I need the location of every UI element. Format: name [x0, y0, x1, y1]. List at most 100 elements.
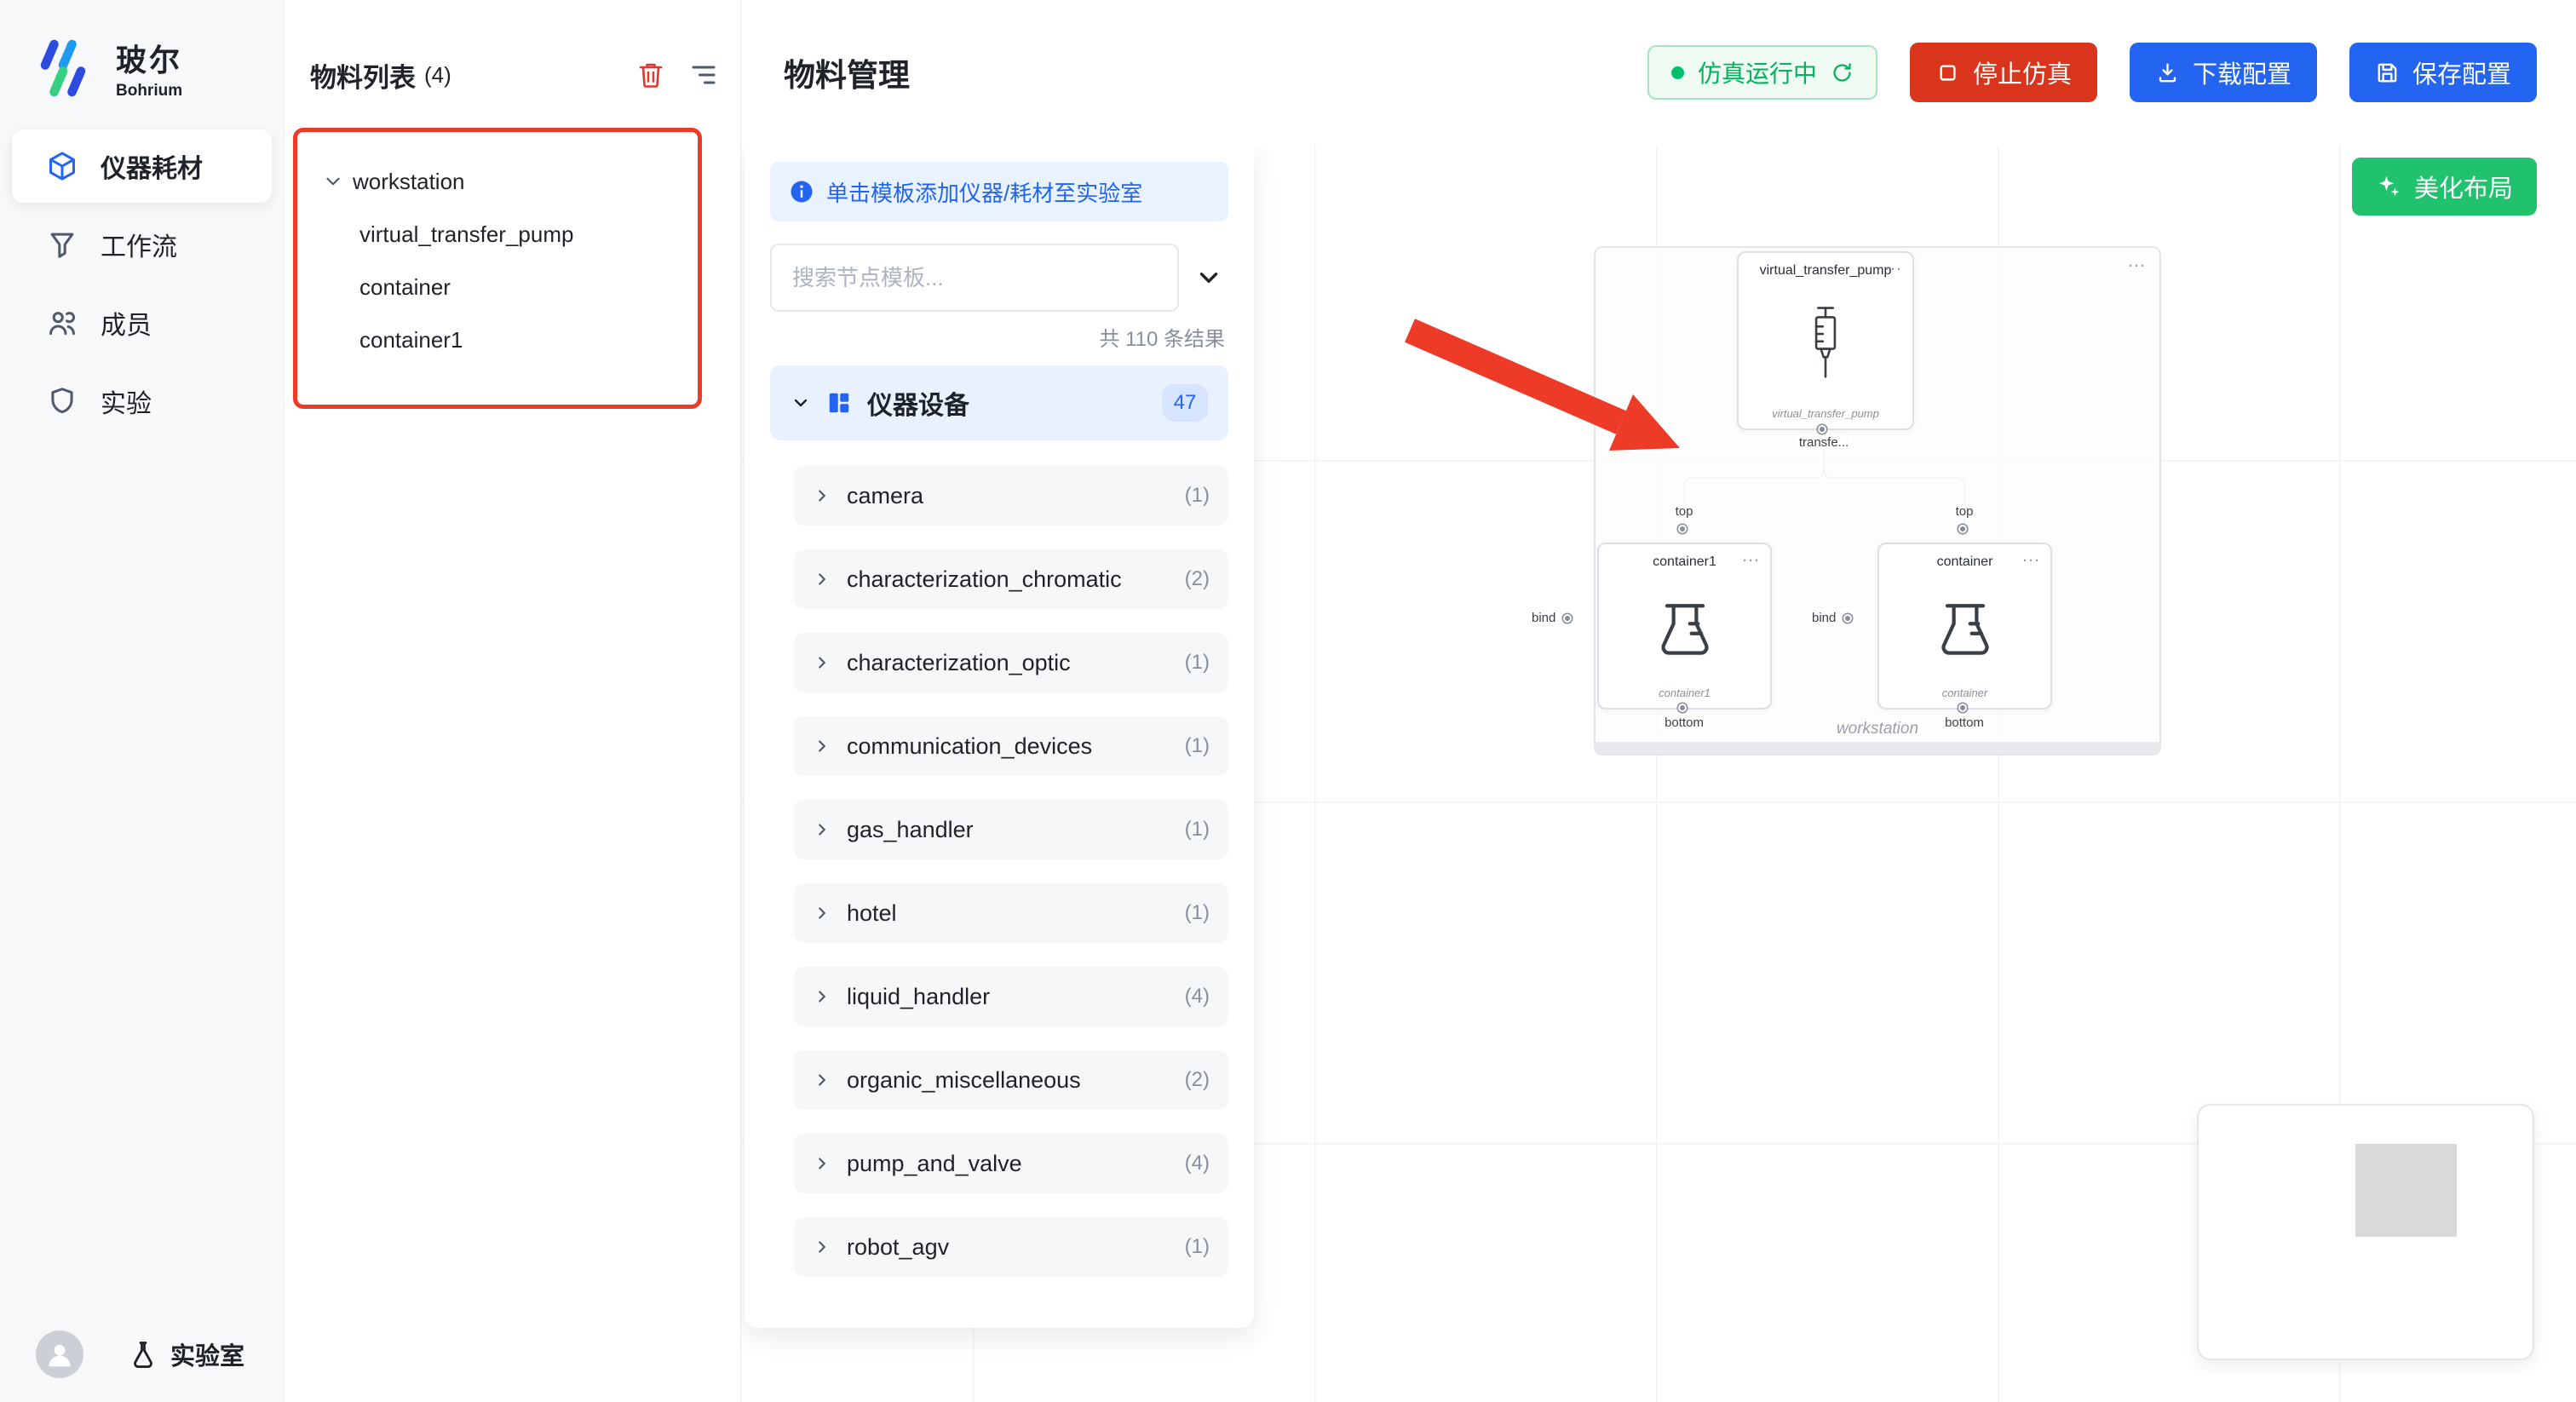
node-virtual-transfer-pump[interactable]: … virtual_transfer_pump virtual_transfer…: [1737, 251, 1914, 430]
sparkle-icon: [2378, 175, 2400, 197]
template-item-liquid-handler[interactable]: liquid_handler (4): [794, 967, 1228, 1026]
template-item-label: robot_agv: [847, 1233, 950, 1260]
template-item-pump-and-valve[interactable]: pump_and_valve (4): [794, 1134, 1228, 1193]
port-bind-container1[interactable]: bind: [1527, 608, 1578, 628]
node-more-menu[interactable]: …: [1741, 544, 1762, 566]
template-item-organic-miscellaneous[interactable]: organic_miscellaneous (2): [794, 1050, 1228, 1110]
stop-icon: [1940, 64, 1956, 81]
node-container1[interactable]: … container1 container1: [1597, 543, 1772, 710]
beautify-layout-button[interactable]: 美化布局: [2351, 158, 2537, 215]
tree-node-container1[interactable]: container1: [285, 313, 740, 366]
template-item-robot-agv[interactable]: robot_agv (1): [794, 1217, 1228, 1277]
template-item-count: (1): [1184, 651, 1210, 674]
template-item-hotel[interactable]: hotel (1): [794, 883, 1228, 943]
port-dot-bind[interactable]: [1843, 613, 1853, 623]
header-actions: 仿真运行中 停止仿真 下载配置: [1647, 43, 2537, 102]
logo-title: 玻尔: [116, 43, 183, 78]
material-list-panel: 物料列表 (4) workstation: [285, 0, 741, 1402]
tree-node-container[interactable]: container: [285, 261, 740, 313]
sidebar-item-members[interactable]: 成员: [12, 286, 272, 359]
port-dot-container-bottom[interactable]: [1958, 704, 1967, 712]
tree-node-label: virtual_transfer_pump: [359, 221, 574, 247]
group-scrollbar[interactable]: [1596, 742, 2159, 754]
sidebar-item-instruments[interactable]: 仪器耗材: [12, 129, 272, 203]
beautify-layout-label: 美化布局: [2413, 175, 2513, 203]
template-item-gas-handler[interactable]: gas_handler (1): [794, 800, 1228, 859]
sidebar-footer: 实验室: [0, 1307, 284, 1402]
port-bind-container[interactable]: bind: [1807, 608, 1858, 628]
minimap[interactable]: [2197, 1104, 2534, 1360]
port-label-bottom: bottom: [1941, 715, 1987, 730]
group-more-menu[interactable]: …: [2127, 250, 2148, 271]
chevron-right-icon: [819, 1241, 825, 1253]
tree-node-workstation[interactable]: workstation: [285, 155, 740, 208]
template-item-count: (1): [1184, 1235, 1210, 1258]
category-label: 仪器设备: [867, 392, 969, 420]
chevron-down-icon: [326, 177, 340, 186]
trash-icon[interactable]: [635, 59, 667, 91]
template-item-characterization-chromatic[interactable]: characterization_chromatic (2): [794, 549, 1228, 609]
material-list-count: (4): [424, 61, 451, 88]
node-more-menu[interactable]: …: [2021, 544, 2042, 566]
template-item-count: (4): [1184, 985, 1210, 1008]
save-icon: [2378, 63, 2397, 82]
funnel-icon: [50, 233, 74, 258]
sidebar-item-label: 工作流: [101, 233, 177, 261]
tree-outline-icon[interactable]: [687, 59, 720, 91]
port-dot-pump-bottom[interactable]: [1818, 425, 1826, 434]
node-container[interactable]: … container container: [1877, 543, 2052, 710]
people-icon: [49, 312, 76, 336]
main-area: 物料管理 仿真运行中 停止仿真 下载配置: [741, 0, 2576, 1402]
template-search-input[interactable]: [770, 244, 1179, 312]
template-item-camera[interactable]: camera (1): [794, 466, 1228, 526]
logo-subtitle: Bohrium: [116, 82, 183, 100]
download-config-label: 下载配置: [2192, 61, 2291, 89]
workstation-group-label: workstation: [1836, 720, 1919, 738]
stop-simulation-button[interactable]: 停止仿真: [1909, 43, 2097, 102]
chevron-right-icon: [819, 657, 825, 669]
category-count-badge: 47: [1162, 384, 1208, 422]
save-config-button[interactable]: 保存配置: [2349, 43, 2537, 102]
template-item-label: communication_devices: [847, 733, 1093, 759]
simulation-status-label: 仿真运行中: [1697, 60, 1817, 87]
download-config-button[interactable]: 下载配置: [2129, 43, 2317, 102]
collapse-panel-button[interactable]: [1189, 258, 1228, 297]
template-item-count: (2): [1184, 567, 1210, 590]
template-item-label: characterization_chromatic: [847, 566, 1122, 592]
node-more-menu[interactable]: …: [1883, 253, 1904, 274]
port-dot-container-top[interactable]: [1958, 525, 1967, 533]
material-list-title: 物料列表: [310, 62, 416, 93]
template-item-characterization-optic[interactable]: characterization_optic (1): [794, 633, 1228, 692]
chevron-right-icon: [819, 490, 825, 502]
graph-canvas[interactable]: … workstation … virtual_transfer_pump vi…: [741, 145, 2576, 1402]
tree-node-label: container: [359, 273, 451, 300]
tree-node-label: container1: [359, 326, 463, 353]
node-title: container1: [1653, 554, 1716, 569]
chevron-right-icon: [819, 824, 825, 836]
template-item-count: (1): [1184, 484, 1210, 507]
port-dot-bind[interactable]: [1563, 613, 1573, 623]
node-sublabel: container: [1941, 687, 1988, 699]
chevron-right-icon: [819, 991, 825, 1003]
shield-icon: [51, 388, 73, 414]
sidebar-item-experiments[interactable]: 实验: [12, 365, 272, 438]
minimap-viewport[interactable]: [2355, 1144, 2457, 1237]
category-instruments[interactable]: 仪器设备 47: [770, 365, 1228, 440]
refresh-icon: [1833, 62, 1851, 82]
save-config-label: 保存配置: [2412, 61, 2511, 89]
template-item-communication-devices[interactable]: communication_devices (1): [794, 716, 1228, 776]
template-search-row: [770, 244, 1228, 312]
tree-node-virtual-transfer-pump[interactable]: virtual_transfer_pump: [285, 208, 740, 261]
port-dot-container1-bottom[interactable]: [1678, 704, 1687, 712]
template-item-label: liquid_handler: [847, 983, 991, 1009]
template-item-label: characterization_optic: [847, 649, 1071, 675]
simulation-status-button[interactable]: 仿真运行中: [1647, 45, 1877, 100]
beaker-icon: [1649, 570, 1721, 687]
port-dot-container1-top[interactable]: [1678, 525, 1687, 533]
dashboard-icon: [829, 393, 849, 413]
template-hint-banner: 单击模板添加仪器/耗材至实验室: [770, 162, 1228, 221]
avatar[interactable]: [36, 1330, 83, 1378]
lab-entry[interactable]: 实验室: [128, 1336, 244, 1372]
sidebar-item-workflow[interactable]: 工作流: [12, 208, 272, 281]
